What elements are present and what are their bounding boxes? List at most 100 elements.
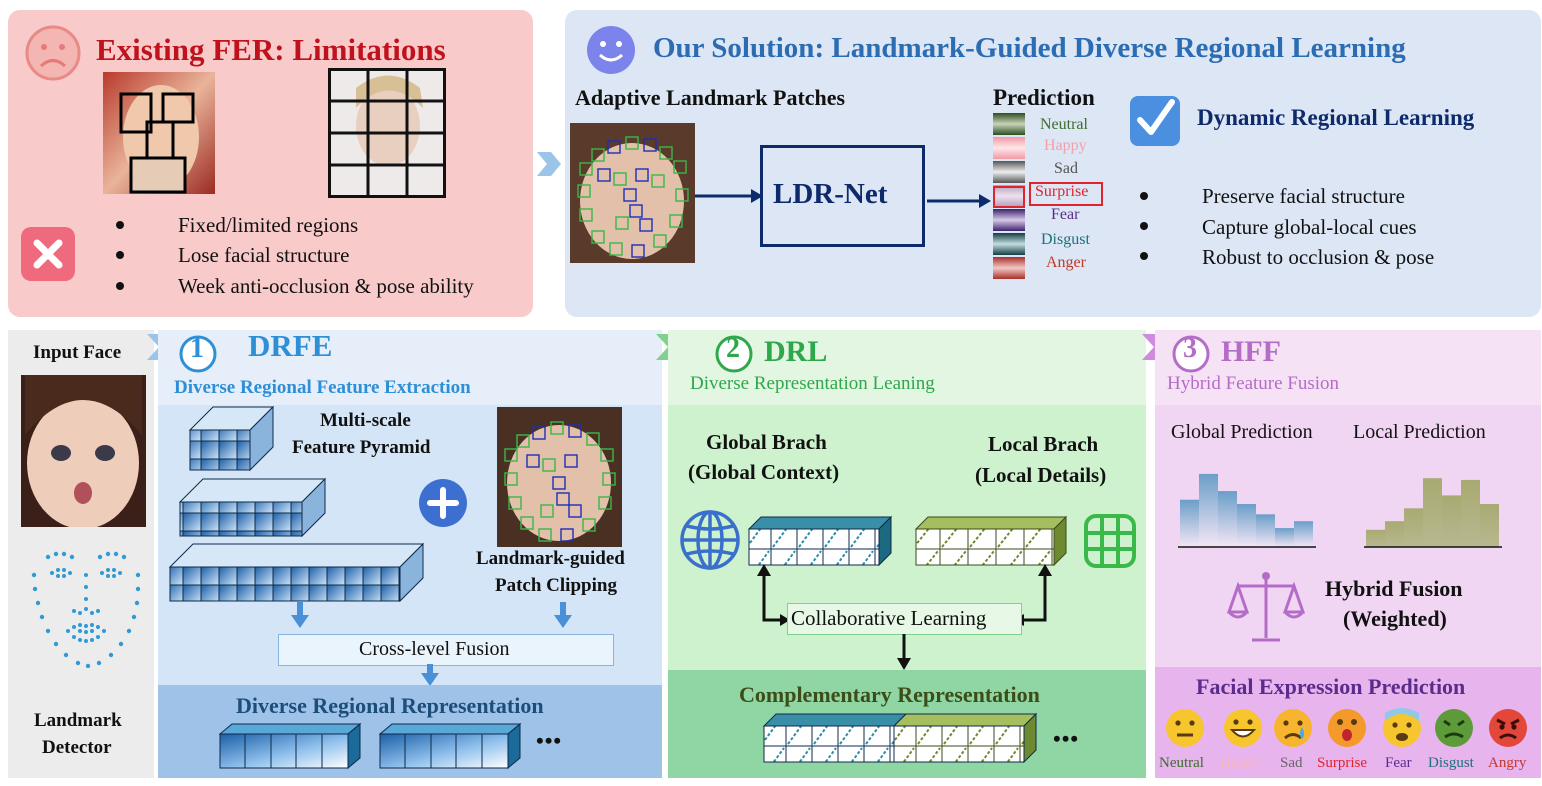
fixed-region-face-image — [103, 72, 215, 194]
emotion-label: Happy — [1220, 755, 1260, 771]
prediction-bar — [1275, 528, 1294, 547]
clipping-label-line2: Patch Clipping — [495, 575, 617, 596]
arrow-right-icon — [927, 194, 991, 208]
hybrid-fusion-line1: Hybrid Fusion — [1325, 576, 1463, 601]
hff-output-label: Facial Expression Prediction — [1196, 674, 1466, 699]
prediction-bar — [1199, 473, 1218, 547]
scale-icon — [1226, 572, 1306, 642]
prediction-bar — [1366, 529, 1385, 547]
limitations-panel: Existing FER: Limitations — [8, 10, 533, 317]
prediction-bars — [993, 113, 1025, 279]
surprise-emoji-icon — [1328, 709, 1366, 747]
hff-title: HFF — [1221, 335, 1281, 368]
prediction-bar — [1385, 521, 1404, 547]
prediction-bar — [1461, 479, 1480, 547]
step-number: 3 — [1183, 333, 1197, 364]
regional-representation-blocks — [218, 722, 522, 770]
happy-emoji-icon — [1224, 709, 1262, 747]
arrow-down-icon — [897, 634, 911, 670]
bullet-dot — [1140, 222, 1148, 230]
detector-label-line1: Landmark — [34, 710, 122, 731]
benefit-item: Capture global-local cues — [1202, 215, 1417, 239]
prediction-class: Sad — [1054, 160, 1078, 177]
sad-face-icon — [25, 25, 81, 81]
collaborative-arrows — [757, 564, 1052, 626]
global-prediction-label: Global Prediction — [1171, 421, 1313, 443]
landmark-patches-face-image — [570, 123, 695, 263]
prediction-class: Fear — [1051, 206, 1080, 223]
arrow-down-icon — [554, 602, 572, 628]
landmark-points-image — [31, 551, 141, 669]
step-number: 2 — [726, 333, 740, 364]
limitation-item: Week anti-occlusion & pose ability — [178, 274, 474, 298]
bullet-dot — [1140, 192, 1148, 200]
clipped-patches-face-image — [497, 407, 622, 547]
drl-title: DRL — [764, 335, 828, 368]
cross-level-fusion-box — [278, 634, 614, 666]
local-branch-line2: (Local Details) — [975, 463, 1107, 487]
bullet-dot — [116, 251, 124, 259]
drl-subtitle: Diverse Representation Leaning — [690, 373, 935, 394]
drfe-subtitle: Diverse Regional Feature Extraction — [174, 377, 471, 398]
bullet-dot — [116, 221, 124, 229]
global-branch-line1: Global Brach — [706, 430, 827, 454]
drfe-output-label: Diverse Regional Representation — [236, 693, 544, 718]
drl-output-label: Complementary Representation — [739, 682, 1040, 707]
prediction-class: Surprise — [1035, 183, 1089, 200]
cross-level-fusion-label: Cross-level Fusion — [359, 638, 510, 660]
detector-label-line2: Detector — [42, 737, 112, 758]
input-face-label: Input Face — [33, 342, 122, 363]
prediction-bar — [1480, 504, 1499, 547]
emotion-label: Neutral — [1159, 755, 1204, 771]
smile-face-icon — [587, 26, 635, 74]
pyramid-label-line2: Feature Pyramid — [292, 437, 431, 458]
local-feature-block — [914, 515, 1068, 567]
fear-emoji-icon — [1383, 708, 1421, 747]
step-one-icon — [179, 335, 217, 373]
prediction-class: Neutral — [1040, 116, 1088, 133]
local-prediction-chart — [1364, 478, 1502, 548]
clipping-label-line1: Landmark-guided — [476, 548, 625, 569]
emotion-label: Sad — [1280, 755, 1303, 771]
dynamic-label: Dynamic Regional Learning — [1197, 105, 1475, 130]
patches-label: Adaptive Landmark Patches — [575, 85, 846, 110]
hff-subtitle: Hybrid Feature Fusion — [1167, 373, 1340, 394]
step-two-icon — [715, 335, 753, 373]
prediction-bar — [1180, 499, 1199, 547]
prediction-bar — [1256, 514, 1275, 547]
solution-title: Our Solution: Landmark-Guided Diverse Re… — [653, 32, 1406, 64]
benefit-item: Robust to occlusion & pose — [1202, 245, 1435, 269]
globe-icon — [680, 510, 740, 570]
grid-icon — [1084, 514, 1136, 568]
input-face-image — [21, 375, 146, 527]
emotion-label: Angry — [1488, 755, 1527, 771]
grid-face-image — [328, 68, 446, 198]
global-branch-line2: (Global Context) — [688, 460, 840, 484]
global-feature-block — [747, 515, 893, 567]
bullet-dot — [1140, 252, 1148, 260]
prediction-bar — [1423, 478, 1442, 547]
emotion-label: Disgust — [1428, 755, 1474, 771]
limitation-item: Lose facial structure — [178, 243, 350, 267]
complementary-representation-block — [762, 712, 1038, 764]
sad-emoji-icon — [1274, 709, 1312, 747]
limitations-title: Existing FER: Limitations — [96, 32, 446, 67]
prediction-bar — [1404, 508, 1423, 547]
ellipsis: ••• — [536, 728, 563, 753]
prediction-label: Prediction — [993, 85, 1095, 110]
collaborative-learning-label: Collaborative Learning — [791, 606, 987, 630]
prediction-class: Disgust — [1041, 231, 1090, 248]
arrow-down-icon — [291, 602, 309, 628]
prediction-bar — [1442, 495, 1461, 547]
limitation-item: Fixed/limited regions — [178, 213, 359, 237]
ellipsis: ••• — [1053, 726, 1080, 751]
checkmark-icon — [1130, 96, 1180, 146]
ldr-net-box — [760, 145, 925, 247]
x-badge-icon — [21, 227, 75, 281]
emotion-label: Surprise — [1317, 755, 1367, 771]
emotion-label: Fear — [1385, 755, 1412, 771]
chevron-right-icon — [537, 152, 561, 176]
arrow-right-icon — [695, 189, 763, 203]
angry-emoji-icon — [1489, 709, 1527, 747]
feature-pyramid — [168, 405, 425, 603]
